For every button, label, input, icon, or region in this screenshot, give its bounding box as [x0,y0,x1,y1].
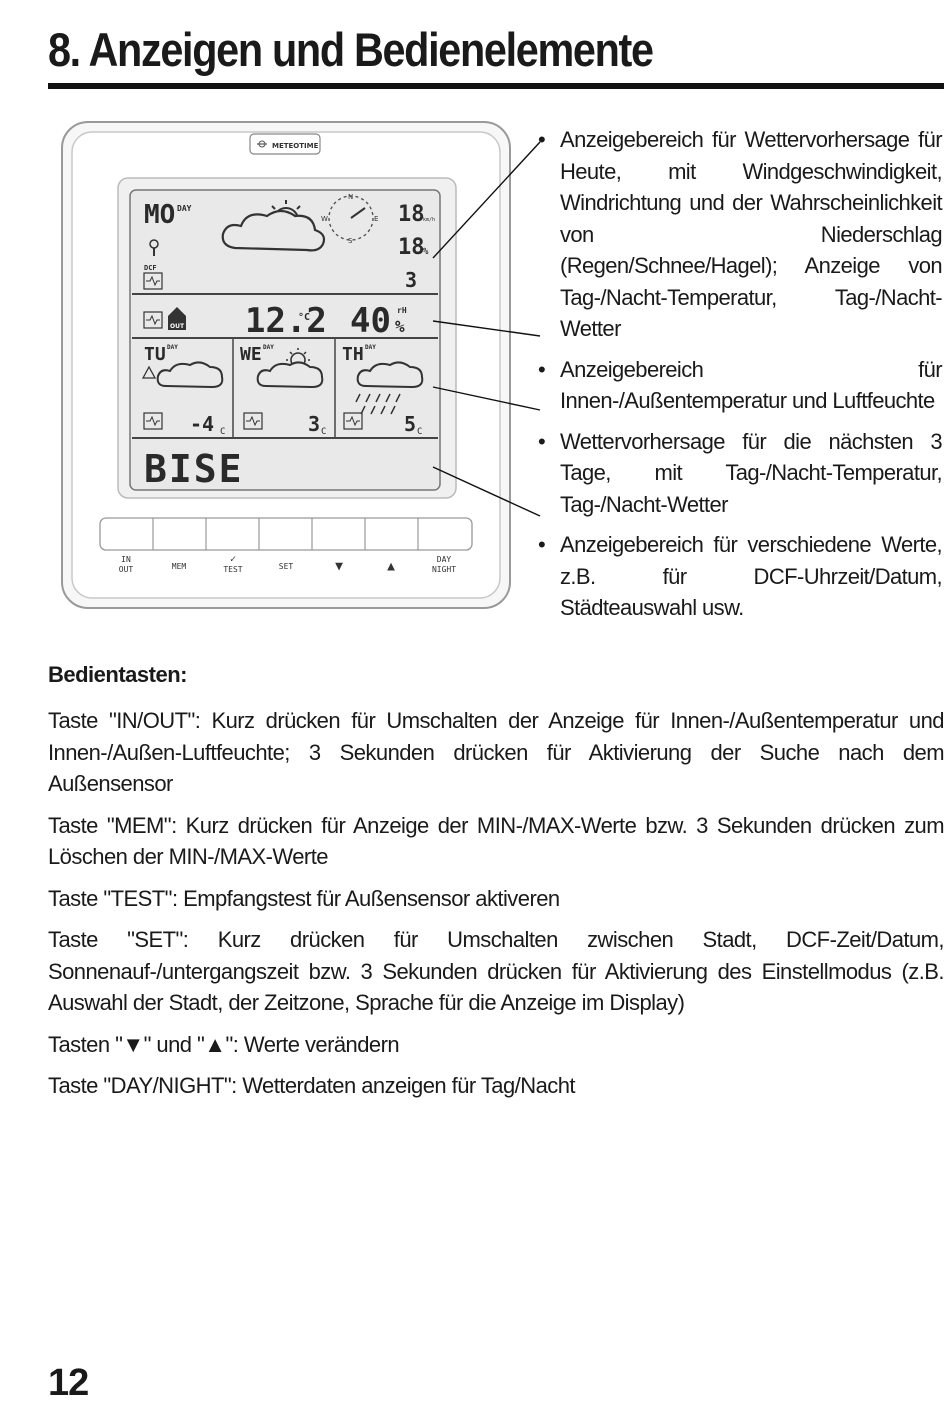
today-day: MO [144,200,175,230]
humidity-value: 40 [350,301,391,341]
thermometer-icon [243,412,263,430]
compass-n: N [348,193,353,201]
humidity-unit: % [395,317,405,336]
callout-item: Anzeigebereich für Innen-/Außentemperatu… [538,354,943,417]
wind-speed: 18 [398,202,425,227]
sun-cloud-icon [221,200,326,252]
forecast-unit-3: C [417,427,422,437]
antenna-icon [149,239,159,256]
button-day-night-top[interactable]: DAY [437,555,452,564]
forecast-day-2-tag: DAY [263,344,274,351]
controls-heading: Bedientasten: [48,662,187,687]
button-mem[interactable]: MEM [172,562,187,571]
warning-icon [141,365,157,379]
button-down[interactable]: ▼ [335,559,343,574]
forecast-temp-2: 3 [308,412,320,436]
compass-icon: N E S W [321,193,378,245]
thermometer-icon [143,272,163,290]
indoor-temp-unit: °C [298,312,310,323]
button-test[interactable]: TEST [223,565,242,574]
button-bar [99,517,473,551]
thermometer-icon [143,311,163,329]
callout-item: Anzeigebereich für verschiedene Werte, z… [538,529,943,624]
forecast-temp-1: -4 [190,412,214,436]
forecast-day-1: TU [144,344,166,365]
button-test-check[interactable]: ✓ [230,554,236,565]
forecast-day-1-tag: DAY [167,344,178,351]
button-up[interactable]: ▲ [387,559,395,574]
rain-cloud-icon [355,361,424,415]
forecast-unit-1: C [220,427,225,437]
compass-e: E [374,215,378,223]
page-number: 12 [48,1362,89,1404]
info-text: BISE [144,447,244,491]
compass-w: W [321,215,328,223]
forecast-unit-2: C [321,427,326,437]
forecast-day-2: WE [240,344,262,365]
indoor-temperature: 12.2 [245,301,327,341]
control-description: Taste "SET": Kurz drücken für Umschalten… [48,927,945,1015]
forecast-day-3-tag: DAY [365,344,376,351]
control-description: Tasten "▼" und "▲": Werte verändern [48,1031,400,1057]
brand-label: METEOTIME [272,142,319,150]
button-set[interactable]: SET [279,562,294,571]
control-description: Taste "MEM": Kurz drücken für Anzeige de… [48,812,945,870]
button-in-out-top[interactable]: IN [121,555,131,564]
control-description: Taste "IN/OUT": Kurz drücken für Umschal… [48,708,945,796]
thermometer-icon [143,412,163,430]
forecast-day-3: TH [342,344,364,365]
humidity-unit-top: rH [397,306,407,315]
thermometer-icon [343,412,363,430]
button-day-night[interactable]: NIGHT [432,565,456,574]
weather-station-illustration: METEOTIME MO DAY DCF N E S [61,121,511,609]
control-description: Taste "TEST": Empfangstest für Außensens… [48,885,560,911]
today-temp: 3 [405,268,417,292]
today-day-tag: DAY [177,204,192,213]
control-description: Taste "DAY/NIGHT": Wetterdaten anzeigen … [48,1073,576,1098]
controls-list: Taste "IN/OUT": Kurz drücken für Umschal… [48,705,945,1112]
callout-item: Wettervorhersage für die nächsten 3 Tage… [538,426,943,521]
page-title: 8. Anzeigen und Bedienelemente [48,23,654,76]
forecast-temp-3: 5 [404,412,416,436]
callout-item: Anzeigebereich für Wettervorhersage für … [538,124,943,345]
button-in-out[interactable]: OUT [119,565,134,574]
cloud-icon [156,361,224,389]
sun-cloud-icon [256,348,324,389]
dcf-label: DCF [144,264,157,272]
wind-unit: km/h [423,217,435,223]
house-out-icon: OUT [168,307,186,330]
precip-unit: % [423,247,429,257]
precip-value: 18 [398,235,425,260]
compass-s: S [348,237,353,245]
callout-list: Anzeigebereich für Wettervorhersage für … [538,124,943,633]
out-label: OUT [170,323,185,330]
title-rule [48,83,944,89]
